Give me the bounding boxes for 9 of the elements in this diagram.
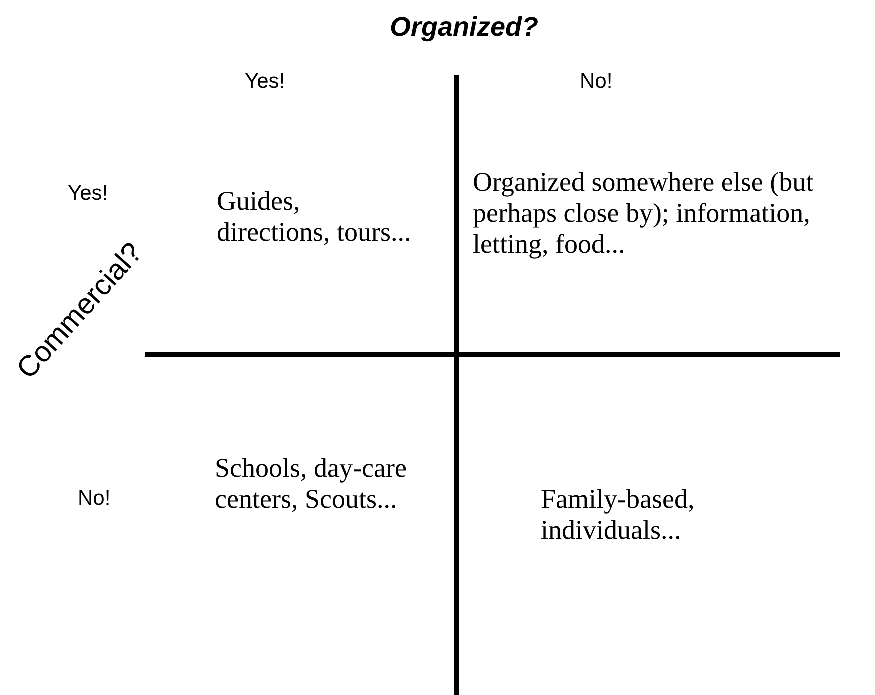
column-label: Yes! bbox=[245, 70, 286, 94]
column-label: No! bbox=[580, 70, 613, 94]
axis-title: Organized? bbox=[390, 12, 539, 43]
quadrant-text: Organized somewhere else (but perhaps close by); information, letting, food... bbox=[473, 167, 815, 260]
row-label: Yes! bbox=[68, 182, 108, 206]
quadrant-text: Family-based, individuals... bbox=[541, 484, 696, 546]
quadrant-text: Guides, directions, tours... bbox=[217, 186, 412, 248]
quadrant-text: Schools, day-care centers, Scouts... bbox=[215, 453, 408, 515]
row-label: No! bbox=[78, 487, 111, 511]
